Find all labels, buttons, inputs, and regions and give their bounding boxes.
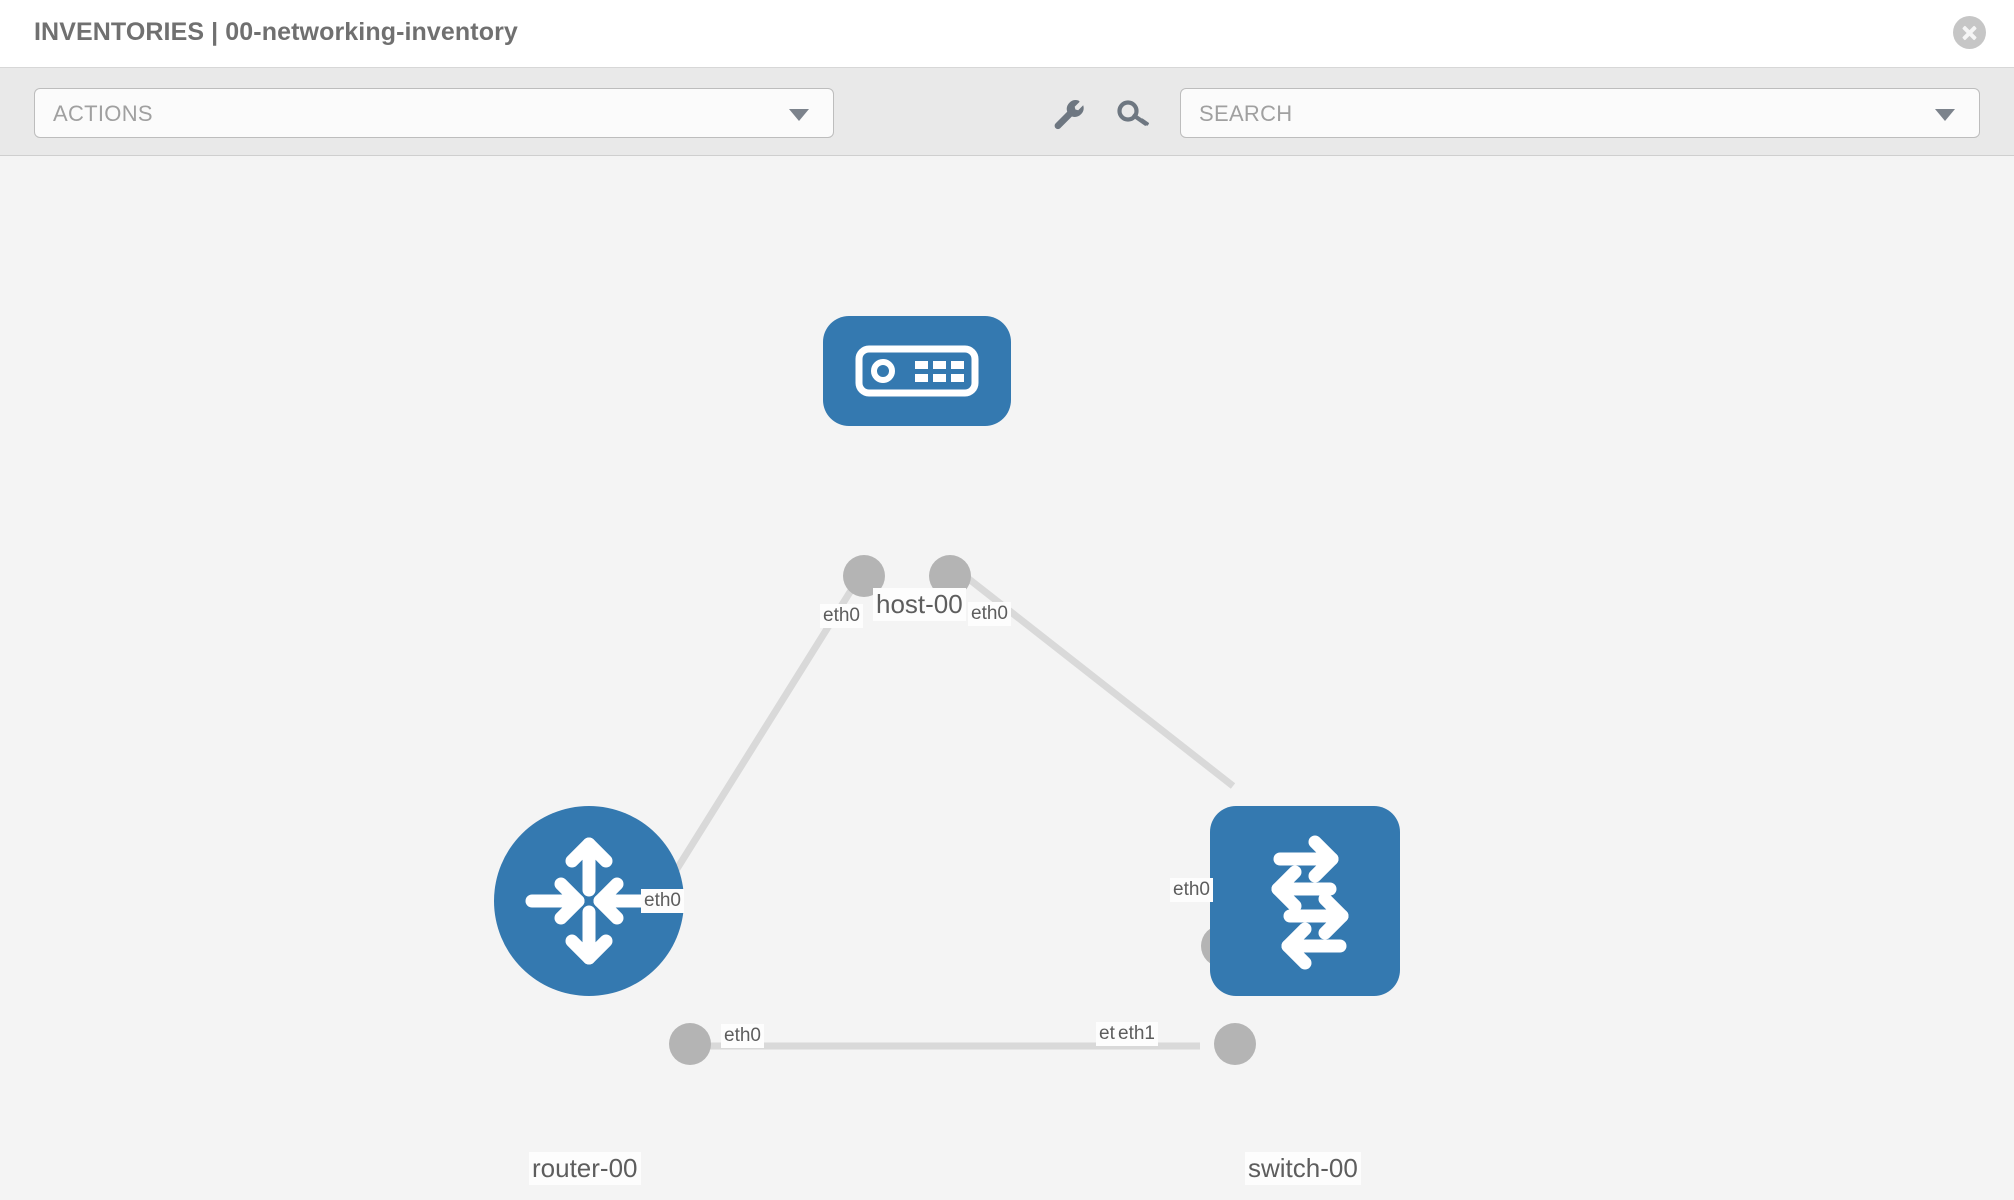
- switch-arrows-icon: [1271, 835, 1349, 970]
- router-arrows-icon: [525, 837, 653, 965]
- topology-links: [657, 555, 1256, 1065]
- edge-label-host-right: eth0: [968, 602, 1011, 626]
- edge-label-host-left: eth0: [820, 604, 863, 628]
- close-icon[interactable]: [1953, 16, 1986, 49]
- topology-node-router-00[interactable]: [494, 806, 684, 996]
- server-icon: [855, 345, 979, 397]
- toolbar: ACTIONS SEARCH: [0, 68, 2014, 156]
- topology-node-label-router-00: router-00: [529, 1152, 641, 1185]
- topology-node-switch-00[interactable]: [1210, 806, 1400, 996]
- page-title: INVENTORIES | 00-networking-inventory: [34, 18, 518, 46]
- topology-node-label-switch-00: switch-00: [1245, 1152, 1361, 1185]
- topology-canvas[interactable]: host-00 eth0 eth0 router-00 eth0 eth0: [0, 156, 2014, 1200]
- edge-label-router-up: eth0: [641, 889, 684, 913]
- edge-label-router-right: eth0: [721, 1024, 764, 1048]
- search-input[interactable]: SEARCH: [1180, 88, 1980, 138]
- key-icon[interactable]: [1114, 94, 1154, 134]
- edge-label-switch-up: eth0: [1170, 878, 1213, 902]
- actions-dropdown[interactable]: ACTIONS: [34, 88, 834, 138]
- topology-node-host-00[interactable]: [823, 316, 1011, 426]
- edge-label-switch-left-b: eth1: [1115, 1022, 1158, 1046]
- page-header: INVENTORIES | 00-networking-inventory: [0, 0, 2014, 68]
- topology-node-label-host-00: host-00: [873, 588, 966, 621]
- chevron-down-icon: [789, 109, 809, 121]
- chevron-down-icon: [1935, 109, 1955, 121]
- wrench-icon[interactable]: [1048, 94, 1088, 134]
- search-placeholder: SEARCH: [1199, 101, 1293, 126]
- actions-dropdown-label: ACTIONS: [53, 101, 153, 126]
